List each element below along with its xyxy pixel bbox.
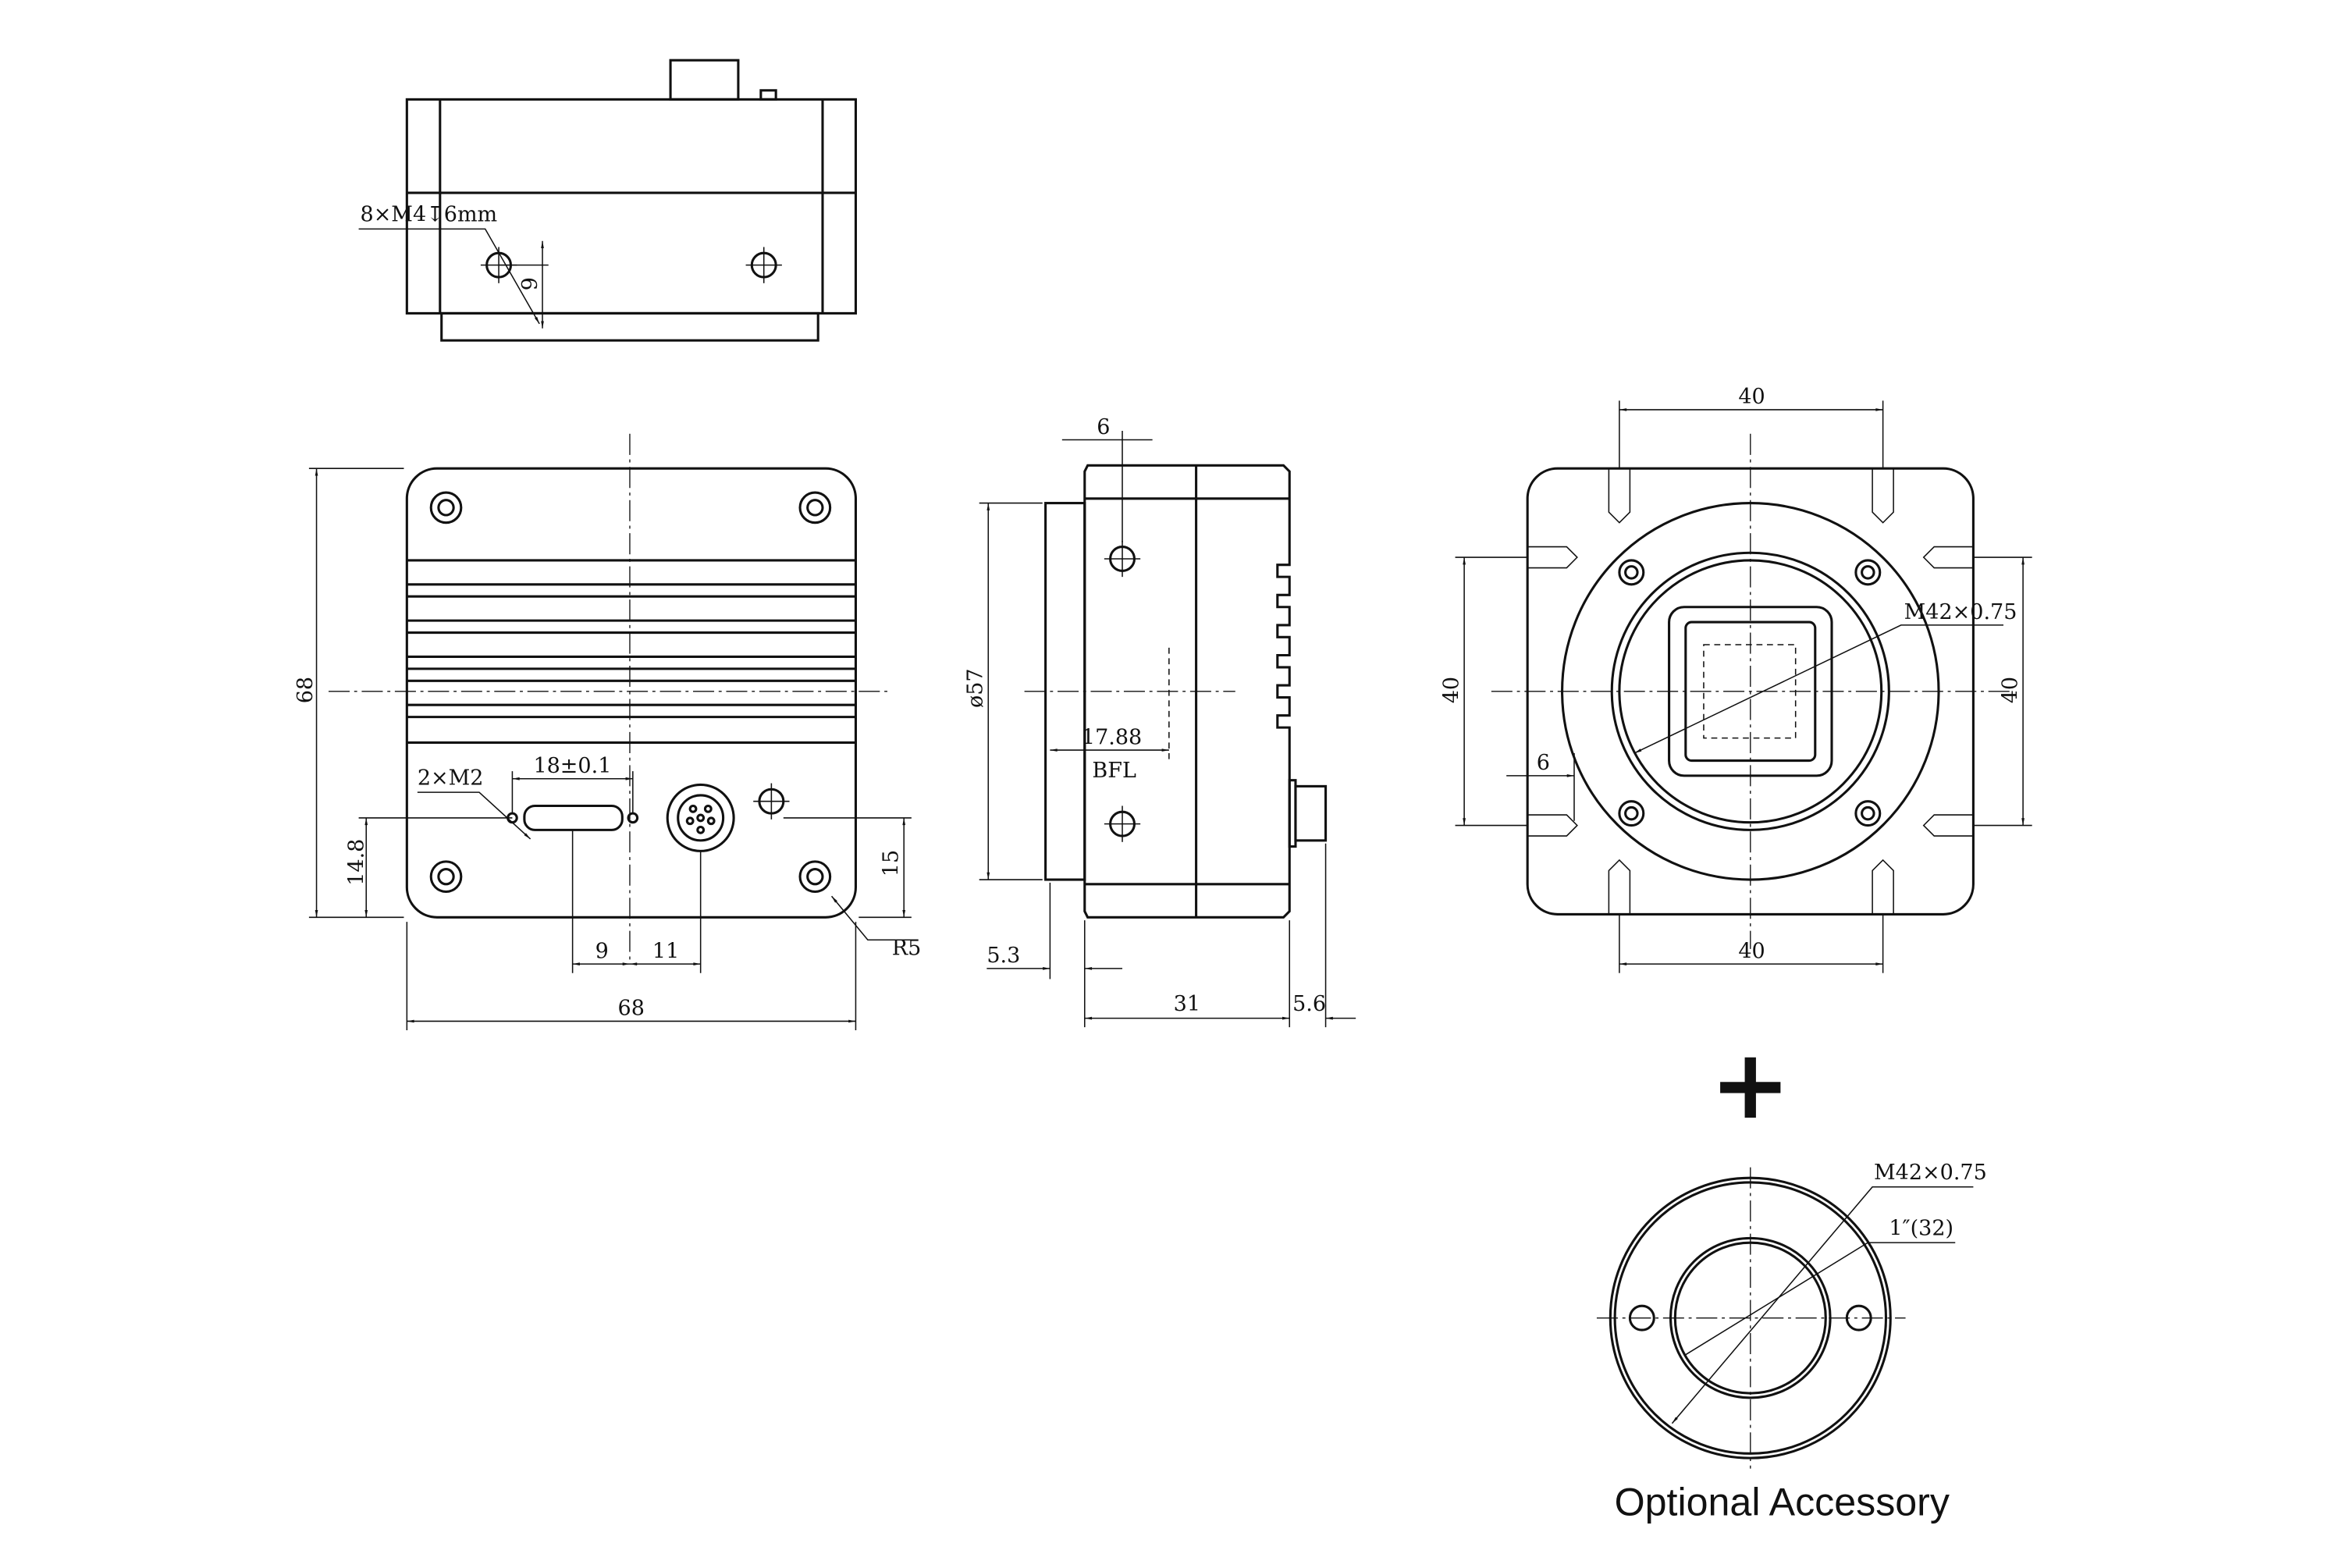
inner-diameter-label: 1″(32) <box>1889 1216 1953 1240</box>
dim-label: 15 <box>879 850 903 876</box>
dim-label: 11 <box>652 939 679 963</box>
dim-label: 40 <box>1738 385 1765 409</box>
screw-icon <box>429 491 463 524</box>
mount-hole-icon <box>1628 1304 1655 1332</box>
thread-note: 8×M4↧6mm <box>361 203 498 227</box>
screw-icon <box>798 860 832 894</box>
dim-label: 5.6 <box>1292 992 1326 1016</box>
lens-mount-view: 40 40 40 40 M42×0.75 6 <box>1439 385 2032 973</box>
screw-note: 2×M2 <box>418 766 484 790</box>
dim-label: 40 <box>1738 939 1765 963</box>
screw-icon <box>798 491 832 524</box>
screw-icon <box>1618 559 1645 586</box>
dim-label: 6 <box>516 277 540 290</box>
dim-label: 68 <box>293 677 318 703</box>
dim-label: 40 <box>1439 677 1463 703</box>
screw-icon <box>1854 800 1882 827</box>
screw-icon <box>429 860 463 894</box>
led-hole-icon <box>753 783 790 820</box>
dim-label: 31 <box>1174 992 1200 1016</box>
thread-label: M42×0.75 <box>1904 600 2017 624</box>
screw-icon <box>1618 800 1645 827</box>
side-view: 6 ø57 17.88 BFL 5.3 31 5.6 <box>964 415 1356 1028</box>
plus-icon: + <box>1710 1029 1790 1141</box>
threaded-holes <box>1527 468 1974 915</box>
accessory-adapter: + M42×0.75 1″(32) Optional Accessory <box>1596 1029 1987 1524</box>
dim-label: 6 <box>1537 751 1550 775</box>
mount-hole-icon <box>1104 805 1141 842</box>
mount-hole-icon <box>1845 1304 1872 1332</box>
usb-port-icon <box>507 804 639 831</box>
accessory-caption: Optional Accessory <box>1615 1480 1950 1524</box>
cooling-fins <box>407 559 856 744</box>
dim-label: 68 <box>618 997 645 1021</box>
bfl-label: BFL <box>1092 759 1136 783</box>
dim-label: 18±0.1 <box>533 754 611 778</box>
front-view: 68 14.8 15 68 9 11 18±0.1 2×M2 R5 <box>293 433 922 1031</box>
dim-label: 9 <box>595 939 609 963</box>
mount-hole-icon <box>1104 540 1141 578</box>
io-connector-icon <box>666 783 735 852</box>
mount-hole-icon <box>745 247 782 283</box>
top-view: 8×M4↧6mm 6 <box>358 59 857 342</box>
thread-label: M42×0.75 <box>1874 1161 1987 1185</box>
dim-label: 5.3 <box>986 944 1020 968</box>
dim-label: 14.8 <box>344 839 368 886</box>
bfl-value: 17.88 <box>1082 725 1142 749</box>
dim-label: 40 <box>1998 677 2022 703</box>
diameter-label: ø57 <box>964 668 988 708</box>
dim-label: 6 <box>1097 415 1110 439</box>
radius-label: R5 <box>892 937 922 961</box>
screw-icon <box>1854 559 1882 586</box>
